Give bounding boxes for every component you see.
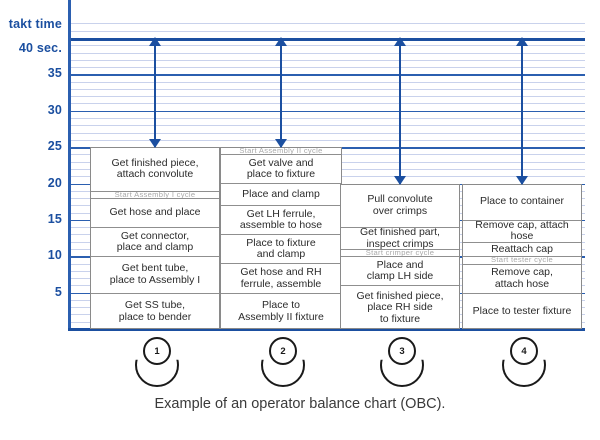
arrow-shaft (280, 38, 283, 148)
gridline-minor (68, 81, 585, 83)
task-cue-block[interactable]: Start Assembly II cycle (221, 148, 341, 156)
arrow-head-down-icon (275, 139, 287, 149)
gridline-minor (68, 23, 585, 25)
task-block[interactable]: Get finished part,inspect crimps (341, 228, 459, 250)
operator-number-badge: 1 (143, 337, 171, 365)
x-axis-baseline (68, 328, 585, 331)
task-cue-block[interactable]: Start tester cycle (463, 257, 581, 265)
takt-gap-arrow-1 (149, 37, 161, 149)
task-block[interactable]: Reattach cap (463, 243, 581, 258)
y-tick-20: 20 (47, 175, 62, 190)
operator-icon-2[interactable]: 2 (257, 337, 305, 387)
y-tick-30: 30 (47, 102, 62, 117)
takt-gap-arrow-3 (394, 37, 406, 185)
gridline-minor (68, 67, 585, 69)
y-axis-line (68, 0, 71, 331)
operator-icon-3[interactable]: 3 (376, 337, 424, 387)
task-cue-block[interactable]: Start crimper cycle (341, 250, 459, 258)
y-tick-15: 15 (47, 211, 62, 226)
arrow-head-up-icon (394, 37, 406, 46)
task-block[interactable]: Get SS tube,place to bender (118, 299, 192, 323)
gridline-minor (68, 59, 585, 61)
takt-value-label: 40 sec. (18, 41, 62, 55)
task-block[interactable]: Get connector,place and clamp (91, 228, 219, 258)
y-tick-35: 35 (47, 66, 62, 81)
operator-number-badge: 3 (388, 337, 416, 365)
gridline-minor (68, 103, 585, 105)
arrow-shaft (154, 38, 157, 148)
task-block[interactable]: Place and clamp (221, 184, 341, 207)
gridline-major (68, 110, 585, 113)
takt-time-label: takt time (8, 17, 62, 31)
y-tick-25: 25 (47, 139, 62, 154)
gridline-minor (68, 132, 585, 134)
arrow-shaft (521, 38, 524, 184)
operator-icon-4[interactable]: 4 (498, 337, 546, 387)
task-block[interactable]: Get hose and place (91, 199, 219, 229)
gridline-major (68, 38, 585, 41)
gridline-minor (68, 45, 585, 47)
operator-number-badge: 2 (269, 337, 297, 365)
task-cue-block[interactable]: Start Assembly I cycle (91, 192, 219, 200)
y-axis-labels: takt time 40 sec. 35 30 25 20 15 10 5 (0, 0, 66, 331)
gridline-minor (68, 30, 585, 32)
task-block[interactable]: Place to container (463, 185, 581, 221)
y-tick-10: 10 (47, 248, 62, 263)
takt-gap-arrow-2 (275, 37, 287, 149)
gridline-major (68, 74, 585, 76)
chart-caption: Example of an operator balance chart (OB… (154, 396, 446, 412)
takt-gap-arrow-4 (516, 37, 528, 185)
gridline-minor (68, 139, 585, 141)
task-block[interactable]: Remove cap,attach hose (463, 265, 581, 294)
arrow-head-down-icon (149, 139, 161, 149)
task-block[interactable]: Place to tester fixture (472, 304, 572, 317)
task-block[interactable]: Get bent tube,place to Assembly I (91, 257, 219, 294)
arrow-head-up-icon (149, 37, 161, 46)
gridline-minor (68, 88, 585, 90)
arrow-head-up-icon (516, 37, 528, 46)
gridline-minor (68, 118, 585, 120)
task-block[interactable]: Remove cap, attach hose (463, 221, 581, 243)
operator-number-badge: 4 (510, 337, 538, 365)
gridline-minor (68, 125, 585, 127)
arrow-head-down-icon (516, 175, 528, 185)
gridline-minor (68, 52, 585, 54)
arrow-head-up-icon (275, 37, 287, 46)
operator-icon-row: 1 2 3 4 (0, 333, 600, 387)
y-tick-5: 5 (54, 284, 62, 299)
task-block[interactable]: Get finished piece,attach convolute (91, 148, 219, 192)
operator-icon-1[interactable]: 1 (131, 337, 179, 387)
arrow-shaft (399, 38, 402, 184)
arrow-head-down-icon (394, 175, 406, 185)
task-block[interactable]: Get LH ferrule,assemble to hose (221, 206, 341, 236)
gridline-minor (68, 96, 585, 98)
